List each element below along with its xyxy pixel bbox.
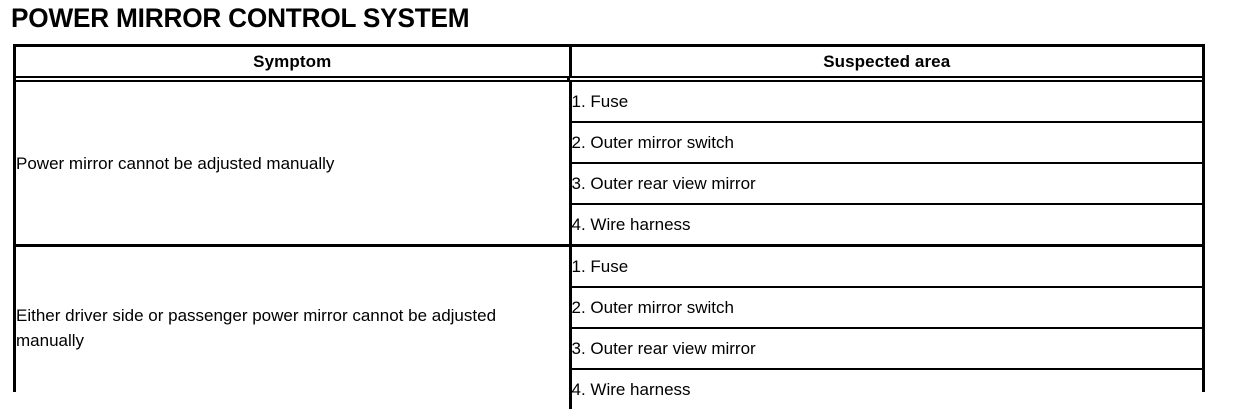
symptom-cell-1: Power mirror cannot be adjusted manually bbox=[16, 82, 570, 246]
suspected-area-item: 2. Outer mirror switch bbox=[570, 287, 1202, 328]
column-header-symptom: Symptom bbox=[16, 47, 570, 76]
suspected-area-item: 1. Fuse bbox=[570, 246, 1202, 288]
table-header-row: Symptom Suspected area bbox=[16, 47, 1202, 76]
suspected-area-item: 2. Outer mirror switch bbox=[570, 122, 1202, 163]
header-double-rule-row bbox=[16, 76, 1202, 82]
diagnostic-table: Symptom Suspected area Power mirror cann… bbox=[16, 47, 1202, 409]
suspected-area-item: 3. Outer rear view mirror bbox=[570, 328, 1202, 369]
column-header-suspected-area: Suspected area bbox=[570, 47, 1202, 76]
page-title: POWER MIRROR CONTROL SYSTEM bbox=[11, 1, 469, 35]
header-rule-cell-symptom bbox=[16, 76, 570, 82]
symptom-cell-2: Either driver side or passenger power mi… bbox=[16, 246, 570, 409]
header-double-rule-right bbox=[570, 76, 1202, 82]
header-double-rule-left bbox=[16, 76, 570, 82]
symptom-text-2: Either driver side or passenger power mi… bbox=[16, 303, 569, 353]
diagnostic-table-container: Symptom Suspected area Power mirror cann… bbox=[13, 44, 1205, 392]
suspected-area-item: 4. Wire harness bbox=[570, 204, 1202, 246]
table-row: Power mirror cannot be adjusted manually… bbox=[16, 82, 1202, 122]
header-rule-cell-area bbox=[570, 76, 1202, 82]
suspected-area-item: 1. Fuse bbox=[570, 82, 1202, 122]
suspected-area-item: 3. Outer rear view mirror bbox=[570, 163, 1202, 204]
table-row: Either driver side or passenger power mi… bbox=[16, 246, 1202, 288]
suspected-area-item: 4. Wire harness bbox=[570, 369, 1202, 409]
symptom-text-1: Power mirror cannot be adjusted manually bbox=[16, 151, 569, 176]
